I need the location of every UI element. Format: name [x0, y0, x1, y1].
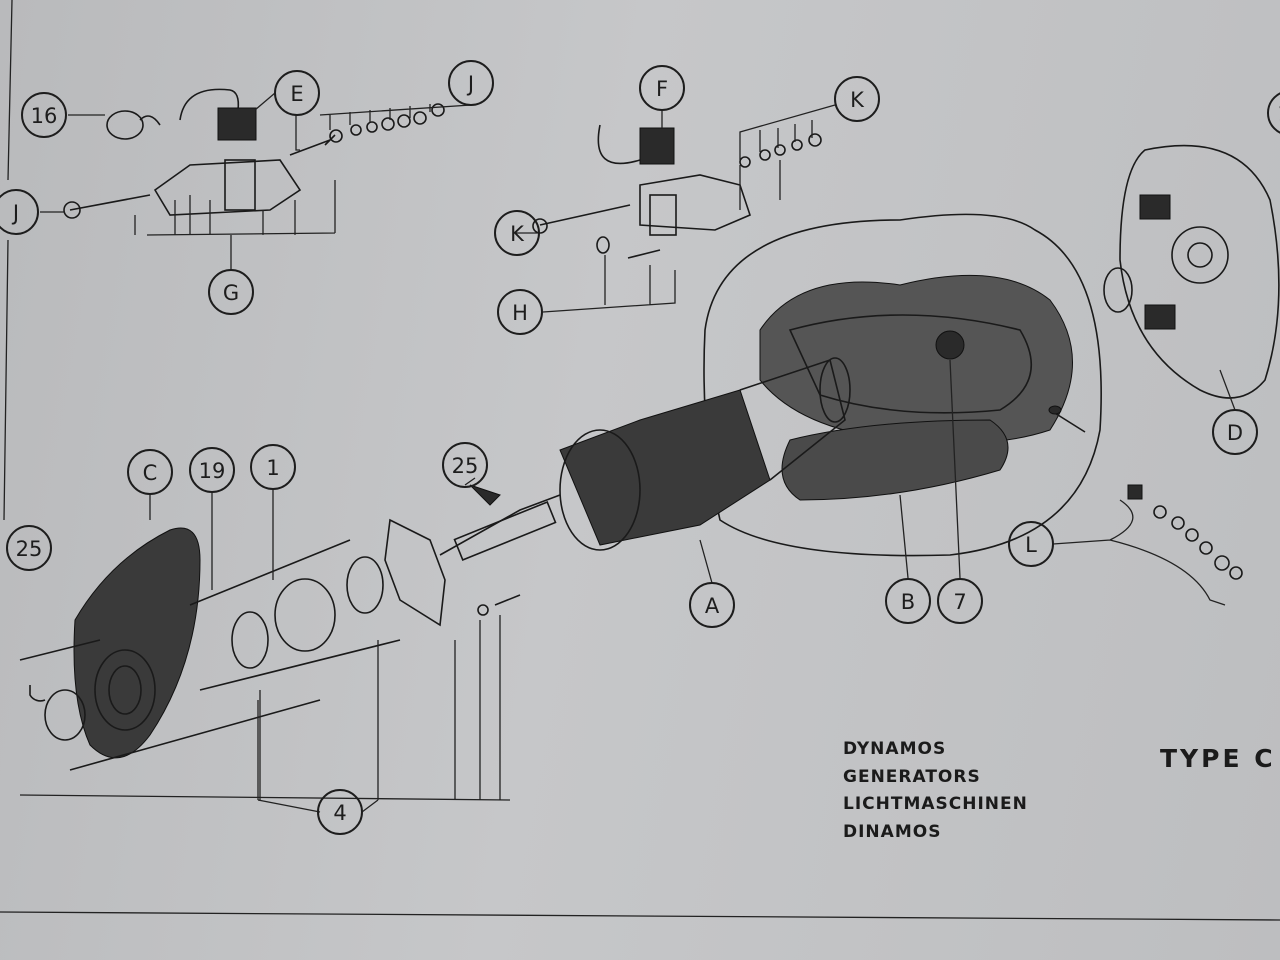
terminal-parts-l: [1048, 405, 1243, 580]
svg-text:4: 4: [333, 801, 346, 825]
callout-h: H: [497, 289, 543, 335]
svg-text:D: D: [1227, 421, 1243, 445]
title-dinamos: DINAMOS: [843, 821, 942, 842]
frame-border-left: [3, 0, 13, 521]
leader-d: [1219, 369, 1236, 411]
svg-text:H: H: [512, 301, 528, 325]
leaders-a-b-7: [699, 359, 961, 584]
svg-text:19: 19: [199, 459, 226, 483]
callout-c: C: [127, 449, 173, 495]
svg-text:7: 7: [953, 590, 966, 614]
callout-16: 16: [21, 92, 67, 138]
svg-text:K: K: [510, 222, 525, 246]
callout-l: L: [1008, 521, 1054, 567]
svg-text:J: J: [466, 72, 474, 96]
svg-text:25: 25: [452, 454, 479, 478]
leader-l: [1052, 499, 1226, 606]
callout-e: E: [274, 70, 320, 116]
title-generators: GENERATORS: [843, 766, 981, 787]
callout-19: 19: [189, 447, 235, 493]
callout-f: F: [639, 65, 685, 111]
callout-25-left: 25: [6, 525, 52, 571]
svg-text:1: 1: [1277, 102, 1280, 126]
callout-25: 25: [442, 442, 488, 488]
title-dynamos: DYNAMOS: [843, 739, 947, 759]
callout-k-top: K: [834, 76, 880, 122]
svg-text:G: G: [223, 281, 239, 305]
callout-j-left: J: [0, 189, 39, 235]
svg-text:K: K: [850, 88, 865, 112]
callout-j-top: J: [448, 60, 494, 106]
field-coils: [703, 213, 1102, 557]
leaders-top-left: [40, 92, 472, 213]
callout-1: 1: [250, 444, 296, 490]
leader-g: [134, 180, 336, 270]
callout-b: B: [885, 578, 931, 624]
svg-text:C: C: [143, 461, 158, 485]
callout-k: K: [494, 210, 540, 256]
callout-4: 4: [317, 789, 363, 835]
callout-d: D: [1212, 409, 1258, 455]
callout-7: 7: [937, 578, 983, 624]
type-label: TYPE C: [1160, 744, 1276, 773]
title-lichtmaschinen: LICHTMASCHINEN: [843, 794, 1028, 814]
leaders-top-middle: [515, 104, 836, 313]
svg-text:E: E: [290, 82, 303, 106]
armature: [439, 357, 851, 561]
svg-text:F: F: [656, 77, 668, 101]
svg-text:16: 16: [31, 104, 58, 128]
brush-holder-assembly-k: [532, 124, 822, 259]
commutator-end-bracket: [1103, 144, 1280, 399]
svg-text:L: L: [1025, 533, 1037, 557]
frame-border-bottom: [0, 911, 1280, 921]
svg-text:1: 1: [266, 456, 279, 480]
drive-end-bracket: [19, 484, 521, 771]
callout-1-edge: 1: [1267, 92, 1280, 134]
callout-a: A: [689, 582, 735, 628]
brush-holder-assembly-g: [63, 88, 445, 219]
svg-text:25: 25: [16, 537, 43, 561]
svg-text:B: B: [901, 590, 915, 614]
callout-g: G: [208, 269, 254, 315]
title-block: DYNAMOS GENERATORS LICHTMASCHINEN DINAMO…: [843, 736, 1028, 846]
svg-text:J: J: [11, 201, 19, 225]
leaders-bottom-left: [19, 477, 511, 813]
svg-text:A: A: [705, 594, 720, 618]
